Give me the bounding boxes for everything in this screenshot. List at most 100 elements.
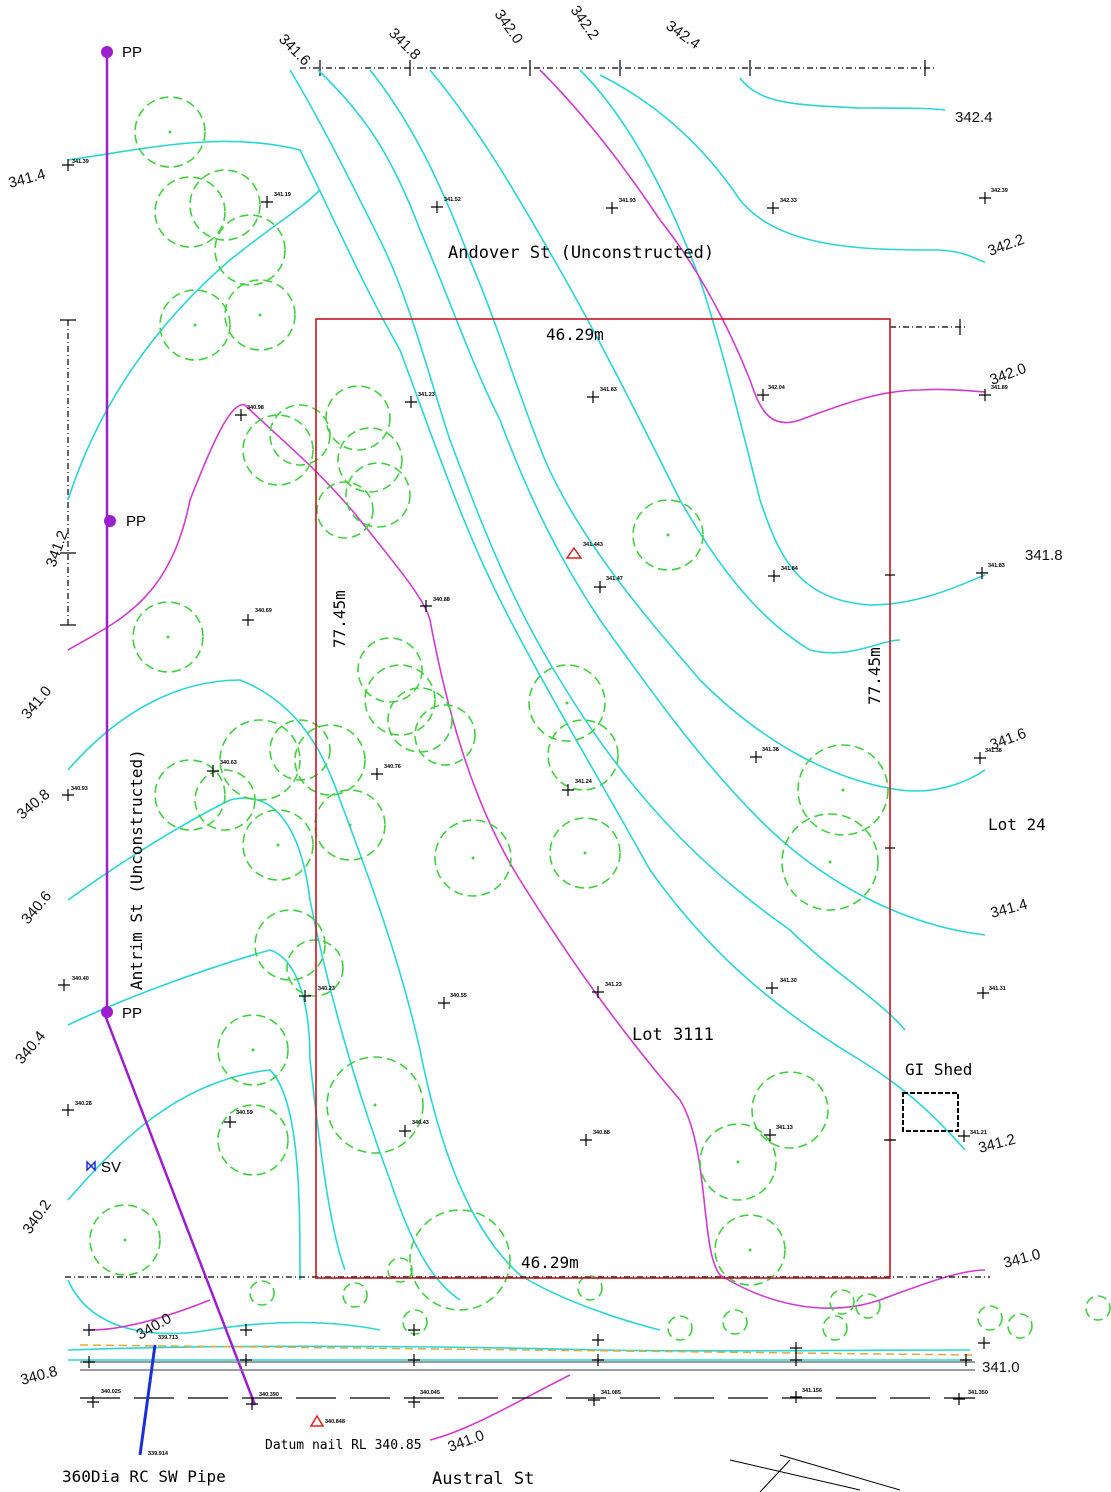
spot-level: 340.025 <box>87 1389 121 1408</box>
spot-level: 341.24 <box>562 779 593 796</box>
boundary-dimension-left: 77.45m <box>330 590 349 648</box>
contour-label: 342.4 <box>955 109 993 126</box>
svg-text:341.13: 341.13 <box>776 1125 793 1131</box>
spot-level: 340.23 <box>299 986 335 1002</box>
survey-mark-level: 341.443 <box>583 542 603 548</box>
survey-mark-icon <box>565 546 583 559</box>
spot-level: 340.28 <box>62 1101 92 1116</box>
shed-outline <box>902 1092 959 1132</box>
contour-label: 341.6 <box>275 31 314 70</box>
lot-label-east: Lot 24 <box>988 815 1046 834</box>
svg-text:340.28: 340.28 <box>75 1101 92 1107</box>
svg-text:341.89: 341.89 <box>991 385 1008 391</box>
spot-level: 341.23 <box>405 392 435 408</box>
spot-level: 341.085 <box>588 1390 621 1406</box>
stop-valve-label: SV <box>101 1159 121 1176</box>
svg-text:341.19: 341.19 <box>274 192 291 198</box>
svg-text:341.30: 341.30 <box>780 978 797 984</box>
datum-nail-icon <box>309 1414 325 1427</box>
svg-text:340.390: 340.390 <box>259 1392 279 1398</box>
spot-level: 341.83 <box>976 563 1005 579</box>
contour-label: 341.2 <box>43 528 72 569</box>
contour-label: 340.8 <box>14 786 54 823</box>
svg-text:340.76: 340.76 <box>384 764 401 770</box>
spot-level: 341.38 <box>974 748 1002 764</box>
spot-level: 340.76 <box>371 764 401 780</box>
spot-level: 341.84 <box>768 566 799 582</box>
lot-boundary <box>315 318 891 1279</box>
boundary-dimension-right: 77.45m <box>865 647 884 705</box>
pipe-invert-level: 339.914 <box>148 1451 169 1457</box>
svg-text:342.33: 342.33 <box>780 198 797 204</box>
contour-label: 340.8 <box>19 1363 60 1389</box>
svg-text:342.39: 342.39 <box>991 188 1008 194</box>
spot-level: 340.63 <box>207 760 237 777</box>
svg-text:341.085: 341.085 <box>601 1390 621 1396</box>
north-fence-line <box>300 60 935 76</box>
spot-level: 341.13 <box>764 1125 793 1141</box>
svg-text:340.88: 340.88 <box>433 597 450 603</box>
svg-text:340.88: 340.88 <box>593 1130 610 1136</box>
contour-label: 342.2 <box>986 231 1027 260</box>
contour-label: 341.0 <box>18 683 55 723</box>
spot-level: 341.350 <box>953 1390 988 1405</box>
spot-level: 340.55 <box>438 993 467 1009</box>
street-label-north: Andover St (Unconstructed) <box>448 243 714 263</box>
spot-level: 340.40 <box>58 976 89 991</box>
spot-level: 340.88 <box>420 597 450 612</box>
shed-label: GI Shed <box>905 1060 972 1079</box>
spot-level: 341.47 <box>594 576 623 593</box>
svg-text:340.55: 340.55 <box>450 993 467 999</box>
lot-label-main: Lot 3111 <box>632 1025 714 1045</box>
power-poles <box>101 46 116 1018</box>
svg-text:340.93: 340.93 <box>71 786 88 792</box>
svg-text:341.156: 341.156 <box>802 1388 822 1394</box>
spot-level: 341.30 <box>766 978 797 994</box>
contour-label: 342.4 <box>663 17 704 52</box>
svg-text:341.93: 341.93 <box>619 198 636 204</box>
power-pole-south <box>101 1006 113 1018</box>
drainage-lines <box>67 50 986 1441</box>
spot-level: 340.43 <box>399 1120 429 1137</box>
svg-text:340.98: 340.98 <box>247 405 264 411</box>
svg-text:341.47: 341.47 <box>606 576 623 582</box>
power-pole-label-north: PP <box>122 44 142 61</box>
spot-level: 341.156 <box>790 1388 822 1403</box>
east-fence-line <box>890 319 965 335</box>
contour-label: 341.8 <box>1025 547 1063 564</box>
spot-level: 341.21 <box>958 1130 987 1142</box>
spot-level: 340.390 <box>246 1392 279 1410</box>
svg-text:341.39: 341.39 <box>72 159 89 165</box>
datum-label: Datum nail RL 340.85 <box>265 1438 422 1453</box>
contour-label: 341.8 <box>385 25 424 64</box>
pipe-label: 360Dia RC SW Pipe <box>62 1467 226 1486</box>
contour-label: 342.2 <box>567 3 602 44</box>
datum-nail-level: 340.848 <box>325 1419 345 1425</box>
spot-level: 341.52 <box>431 197 461 213</box>
svg-text:340.59: 340.59 <box>236 1110 253 1116</box>
svg-text:341.21: 341.21 <box>970 1130 987 1136</box>
power-pole-north <box>101 46 113 58</box>
spot-level: 341.39 <box>62 159 89 171</box>
spot-level: 340.98 <box>235 405 264 421</box>
contour-label: 340.6 <box>18 888 55 928</box>
svg-text:340.23: 340.23 <box>318 986 335 992</box>
stop-valve-icon <box>86 1160 96 1172</box>
svg-text:340.045: 340.045 <box>420 1390 440 1396</box>
contour-label: 341.4 <box>7 166 48 192</box>
contour-label: 341.0 <box>982 1359 1020 1376</box>
svg-text:340.63: 340.63 <box>220 760 237 766</box>
contour-lines <box>67 69 986 1363</box>
svg-text:341.84: 341.84 <box>781 566 799 572</box>
svg-text:341.83: 341.83 <box>600 387 617 393</box>
contour-label: 342.0 <box>988 360 1029 389</box>
svg-text:340.69: 340.69 <box>255 608 272 614</box>
spot-level: 340.59 <box>224 1110 253 1128</box>
spot-level: 342.04 <box>757 385 786 401</box>
svg-text:341.24: 341.24 <box>575 779 593 785</box>
west-fence-line <box>60 319 76 628</box>
spot-level: 341.93 <box>606 198 636 214</box>
contour-label: 341.0 <box>1002 1246 1043 1272</box>
street-label-south: Austral St <box>432 1469 534 1489</box>
